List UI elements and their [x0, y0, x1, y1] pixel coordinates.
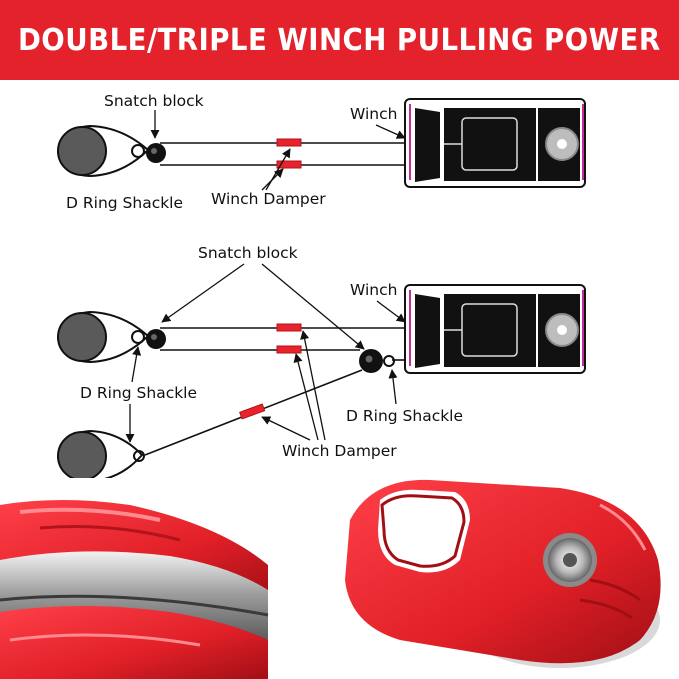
truck-icon — [404, 284, 586, 374]
product-photos — [0, 479, 661, 679]
d-ring-shackle-label: D Ring Shackle — [346, 407, 463, 425]
d-ring-shackle-icon — [131, 144, 145, 158]
top-diagram: Snatch block Winch D Ring Shackle Winch … — [56, 92, 586, 212]
winch-label: Winch — [350, 105, 397, 123]
snatch-block-label: Snatch block — [104, 92, 204, 110]
tree-anchor-icon — [56, 429, 144, 478]
winch-damper-icon — [276, 345, 302, 354]
tree-anchor-icon — [56, 310, 150, 364]
d-ring-shackle-icon — [131, 330, 145, 344]
pulley-axle-bolt-icon — [543, 533, 597, 587]
tree-anchor-icon — [56, 124, 150, 178]
winch-damper-icon — [276, 160, 302, 169]
d-ring-shackle-label: D Ring Shackle — [80, 384, 197, 402]
title-banner: DOUBLE/TRIPLE WINCH PULLING POWER — [0, 0, 679, 80]
d-ring-shackle-label: D Ring Shackle — [66, 194, 183, 212]
snatch-block-icon — [146, 143, 166, 163]
banner-title: DOUBLE/TRIPLE WINCH PULLING POWER — [18, 22, 661, 58]
snatch-block-icon — [359, 349, 395, 373]
pulley-photo — [345, 479, 661, 668]
truck-icon — [404, 98, 586, 188]
winch-damper-label: Winch Damper — [211, 190, 326, 208]
winch-label: Winch — [350, 281, 397, 299]
pulley-closeup-photo — [0, 500, 269, 679]
winch-damper-icon — [276, 323, 302, 332]
winch-damper-label: Winch Damper — [282, 442, 397, 460]
d-ring-shackle-icon — [133, 450, 145, 462]
winch-damper-icon — [276, 138, 302, 147]
snatch-block-label: Snatch block — [198, 244, 298, 262]
rigging-diagram: Snatch block Winch D Ring Shackle Winch … — [56, 92, 586, 478]
winch-damper-icon — [239, 403, 266, 420]
snatch-block-icon — [146, 329, 166, 349]
bottom-diagram: Snatch block Winch D Ring Shackle D Ring… — [56, 244, 586, 478]
